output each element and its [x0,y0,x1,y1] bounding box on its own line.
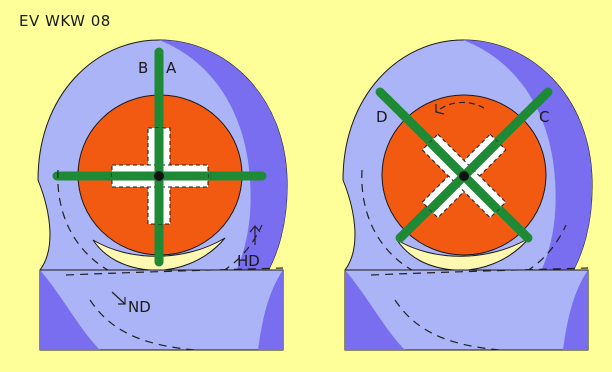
right-dashed-path [361,169,567,287]
left-housing-shade [159,40,288,335]
left-base: ND [39,267,284,351]
blade-label-a: A [166,59,177,77]
annotation-nd: ND [128,298,151,316]
arrow-up-icon [249,225,261,245]
rotation-arrow-icon [435,101,485,115]
hub-dot-icon [154,171,164,181]
blade-label-d: D [376,108,388,126]
right-base-dashed [370,267,589,351]
right-engine: D C [342,39,593,342]
right-housing-shade [463,40,593,335]
annotation-hd: HD [237,252,260,270]
hub-dot-icon [459,171,469,181]
blade-label-c: C [539,108,549,126]
left-dashed-path [57,169,263,287]
arrow-down-right-icon [111,291,126,305]
blade-label-b: B [138,59,148,77]
left-engine: B A HD [37,39,288,342]
left-base-dashed [65,267,284,351]
right-crescent [396,237,530,271]
diagram-title: EV WKW 08 [19,12,111,30]
right-base [344,267,589,351]
left-crescent [92,237,226,271]
